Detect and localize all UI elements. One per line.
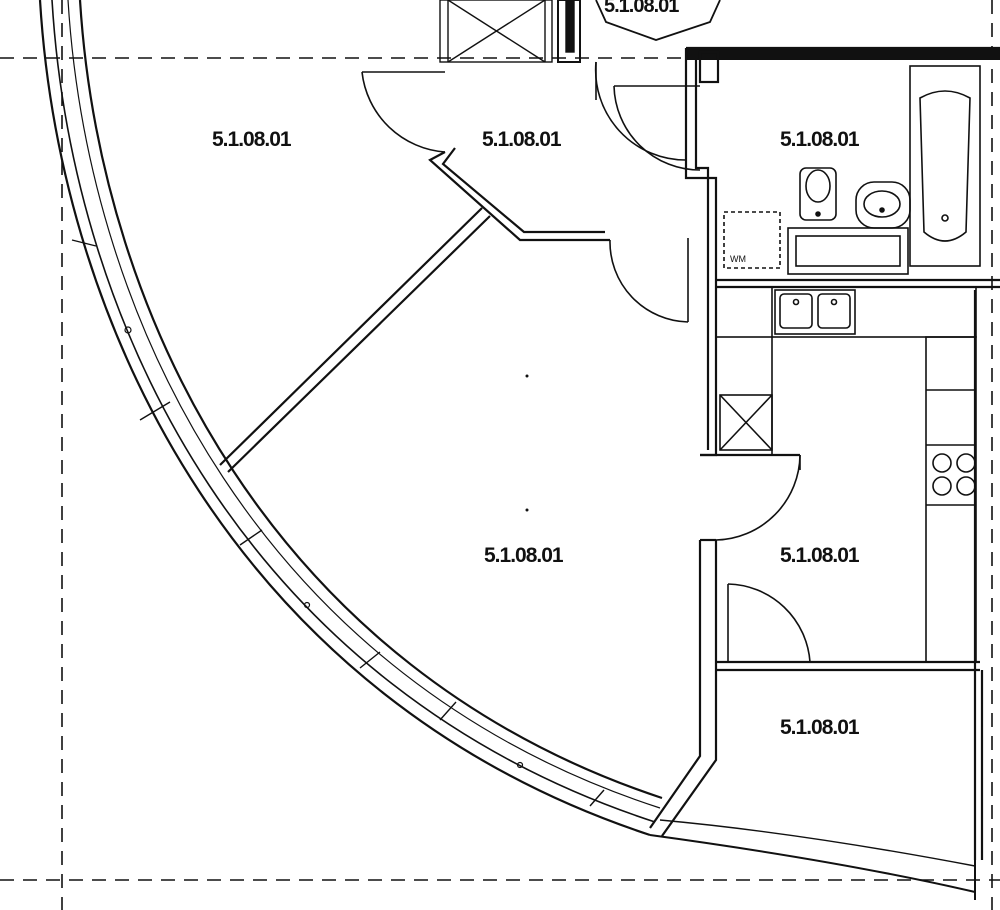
marker-dots — [525, 374, 529, 512]
interior-walls — [219, 46, 1000, 860]
door-swings — [361, 61, 811, 663]
washing-machine-label: WM — [730, 254, 746, 264]
room-label-living-upper: 5.1.08.01 — [212, 128, 292, 151]
kitchen-sink — [774, 289, 856, 335]
washing-machine — [723, 211, 781, 269]
balcony-curve — [649, 819, 976, 900]
room-label-living-main: 5.1.08.01 — [484, 544, 564, 567]
kitchen-fixtures — [715, 286, 977, 663]
bathtub — [909, 65, 981, 267]
room-label-storage: 5.1.08.01 — [780, 716, 860, 739]
bathroom-fixtures — [723, 65, 981, 275]
washbasin — [855, 181, 911, 229]
cooktop — [932, 453, 976, 496]
curved-facade-wall — [38, 0, 663, 837]
room-labels: 5.1.08.01 5.1.08.01 5.1.08.01 5.1.08.01 … — [212, 128, 861, 739]
top-tag-label: 5.1.08.01 — [604, 0, 679, 17]
top-room-tag: 5.1.08.01 — [595, 0, 721, 41]
room-label-kitchen: 5.1.08.01 — [780, 544, 860, 567]
shaft-cross — [439, 0, 581, 63]
toilet — [799, 167, 837, 221]
room-label-hall: 5.1.08.01 — [482, 128, 562, 151]
room-label-bath: 5.1.08.01 — [780, 128, 860, 151]
